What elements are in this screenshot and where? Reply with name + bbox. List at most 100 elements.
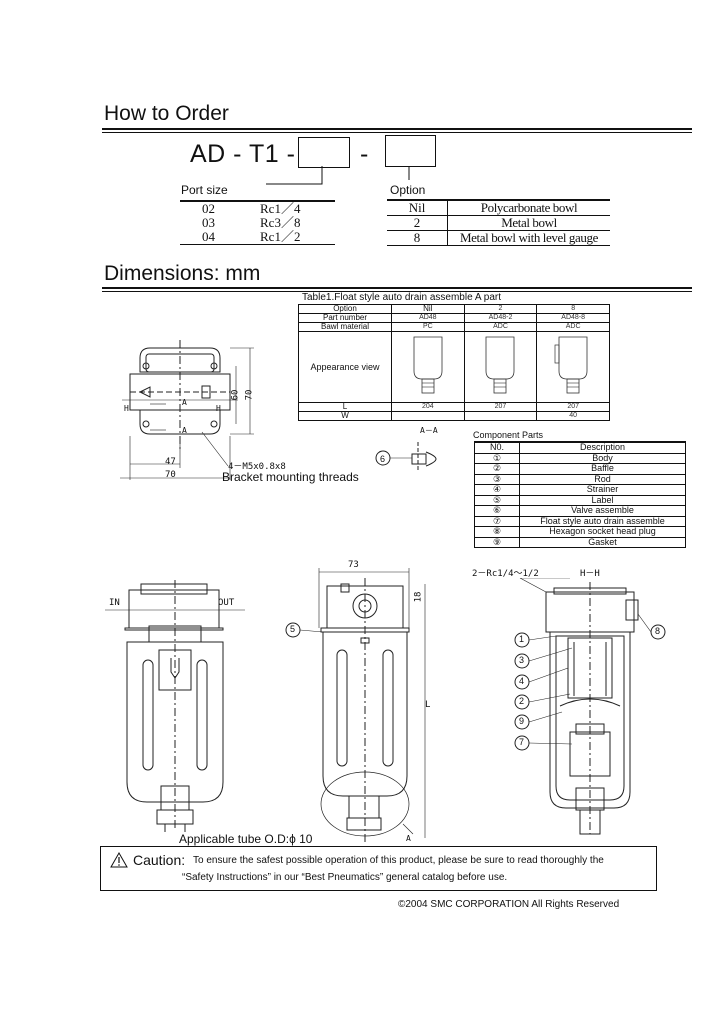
order-leader-lines (266, 166, 410, 185)
section-h-left: H (124, 404, 129, 413)
callout-6: 6 (380, 454, 386, 464)
t1-cell: 40 (536, 411, 610, 421)
option-code: 8 (387, 230, 448, 246)
table-row: 04 Rc1／2 (180, 230, 335, 245)
t1-cell: 2 (463, 304, 538, 314)
warning-icon (110, 852, 128, 868)
callout-8: 8 (655, 626, 661, 636)
table-row: N0. Description (474, 441, 686, 454)
comp-header-no: N0. (474, 441, 520, 454)
comp-desc: Label (519, 494, 686, 506)
section-aa: A－A (420, 426, 438, 435)
callout-7: 7 (519, 737, 525, 747)
table-row: W 40 (298, 411, 610, 421)
port-thread: Rc3／8 (260, 215, 301, 230)
t1-cell: AD48-8 (536, 313, 610, 323)
dim-47: 47 (165, 457, 176, 467)
port-size-box (298, 137, 350, 168)
heading-rule (102, 287, 692, 289)
t1-cell: 207 (536, 402, 610, 412)
t1-cell: ADC (463, 322, 538, 332)
table-row: Appearance view (298, 331, 610, 403)
t1-cell (463, 411, 538, 421)
how-to-order-heading: How to Order (104, 102, 229, 125)
option-code: 2 (387, 215, 448, 231)
aa-detail-drawing (375, 442, 437, 470)
option-code: Nil (387, 199, 448, 216)
port-code: 02 (180, 200, 256, 216)
port-out-label: OUT (218, 598, 235, 608)
comp-no: ③ (474, 473, 520, 485)
t1-cell (391, 411, 465, 421)
port-code: 04 (180, 230, 256, 245)
option-desc: Polycarbonate bowl (447, 199, 610, 216)
t1-cell: AD48-2 (463, 313, 538, 323)
t1-cell: 204 (391, 402, 465, 412)
t1-material-label: Bawl material (298, 322, 392, 332)
dim-70b: 70 (165, 470, 176, 480)
t1-w-label: W (298, 411, 392, 421)
option-desc: Metal bowl (447, 215, 610, 231)
t1-cell: ADC (536, 322, 610, 332)
option-table: Nil Polycarbonate bowl 2 Metal bowl 8 Me… (387, 199, 610, 246)
section-hh: H－H (580, 569, 600, 579)
caution-line1: To ensure the safest possible operation … (193, 855, 604, 866)
port-thread: Rc1／2 (256, 230, 335, 245)
callout-2: 2 (519, 696, 525, 706)
comp-desc: Rod (519, 473, 686, 485)
table-row: 02 Rc1／4 (180, 200, 335, 216)
port-size-table: 02 Rc1／4 03 Rc3／8 04 Rc1／2 (180, 200, 335, 245)
callout-4: 4 (519, 676, 525, 686)
callout-5: 5 (290, 624, 296, 634)
t1-cell: 207 (463, 402, 538, 412)
comp-header-desc: Description (519, 441, 686, 454)
table1: Option Nil 2 8 Part number AD48 AD48-2 A… (298, 304, 610, 421)
comp-no: ⑦ (474, 515, 520, 527)
caution-box (100, 846, 657, 891)
detail-a-label: A (406, 834, 411, 843)
option-box (385, 135, 436, 167)
section-a-bottom: A (182, 426, 187, 435)
heading-rule-thin (102, 291, 692, 292)
front-view-drawing (105, 580, 245, 832)
table-row: 8 Metal bowl with level gauge (387, 230, 610, 246)
dim-73: 73 (348, 560, 359, 570)
copyright: ©2004 SMC CORPORATION All Rights Reserve… (398, 899, 620, 910)
t1-cell: PC (391, 322, 465, 332)
comp-no: ⑧ (474, 526, 520, 538)
comp-no: ① (474, 452, 520, 464)
heading-rule-thin (102, 132, 692, 133)
dim-60: 60 (230, 389, 241, 401)
dim-l: L (425, 700, 431, 710)
table1-title: Table1.Float style auto drain assemble A… (302, 292, 502, 303)
t1-cell: 8 (536, 304, 610, 314)
dimensions-heading: Dimensions: mm (104, 262, 261, 285)
comp-no: ⑤ (474, 494, 520, 506)
t1-cell: Nil (391, 304, 465, 314)
comp-desc: Baffle (519, 463, 686, 475)
bracket-label: Bracket mounting threads (222, 470, 359, 484)
section-h-right: H (216, 404, 221, 413)
port-thread: Rc1／4 (256, 200, 335, 216)
comp-desc: Gasket (519, 536, 686, 548)
caution-title: Caution: (133, 852, 186, 868)
comp-desc: Strainer (519, 484, 686, 496)
caution-line2: “Safety Instructions” in our “Best Pneum… (182, 872, 508, 883)
section-hh-drawing (514, 578, 666, 835)
comp-desc: Body (519, 452, 686, 464)
table-row: 2 Metal bowl (387, 215, 610, 231)
comp-no: ⑥ (474, 505, 520, 517)
threads-spec: 4－M5x0.8x8 (228, 462, 286, 472)
tube-od-label: Applicable tube O.D:ϕ 10 (179, 832, 313, 846)
option-label: Option (390, 183, 426, 197)
callout-9: 9 (519, 716, 525, 726)
component-parts-title: Component Parts (473, 430, 544, 440)
heading-rule (102, 128, 692, 130)
